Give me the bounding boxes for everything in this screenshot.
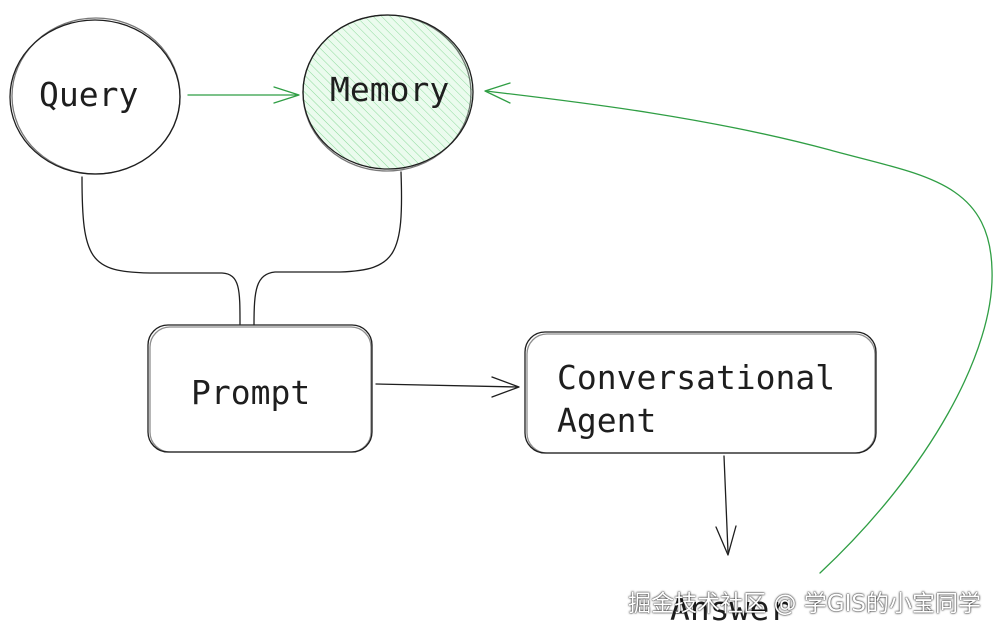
query-node[interactable] xyxy=(9,17,181,175)
agent-label-line2: Agent xyxy=(557,401,657,440)
agent-label-line1: Conversational xyxy=(557,358,836,397)
agent-node[interactable] xyxy=(524,331,877,454)
memory-node[interactable] xyxy=(302,14,474,172)
agent-to-answer-arrow xyxy=(715,455,737,556)
memory-to-prompt-connector xyxy=(253,171,403,326)
prompt-label: Prompt xyxy=(191,373,311,412)
query-to-prompt-connector xyxy=(81,176,241,325)
query-label: Query xyxy=(39,75,139,114)
memory-label: Memory xyxy=(330,70,450,109)
prompt-node[interactable] xyxy=(147,324,373,453)
prompt-to-agent-arrow xyxy=(375,376,520,398)
answer-to-memory-arrow xyxy=(484,82,993,574)
query-to-memory-arrow xyxy=(187,86,300,104)
watermark: 掘金技术社区 @ 学GIS的小宝同学 xyxy=(628,591,981,617)
answer-label: Answer xyxy=(670,589,790,628)
